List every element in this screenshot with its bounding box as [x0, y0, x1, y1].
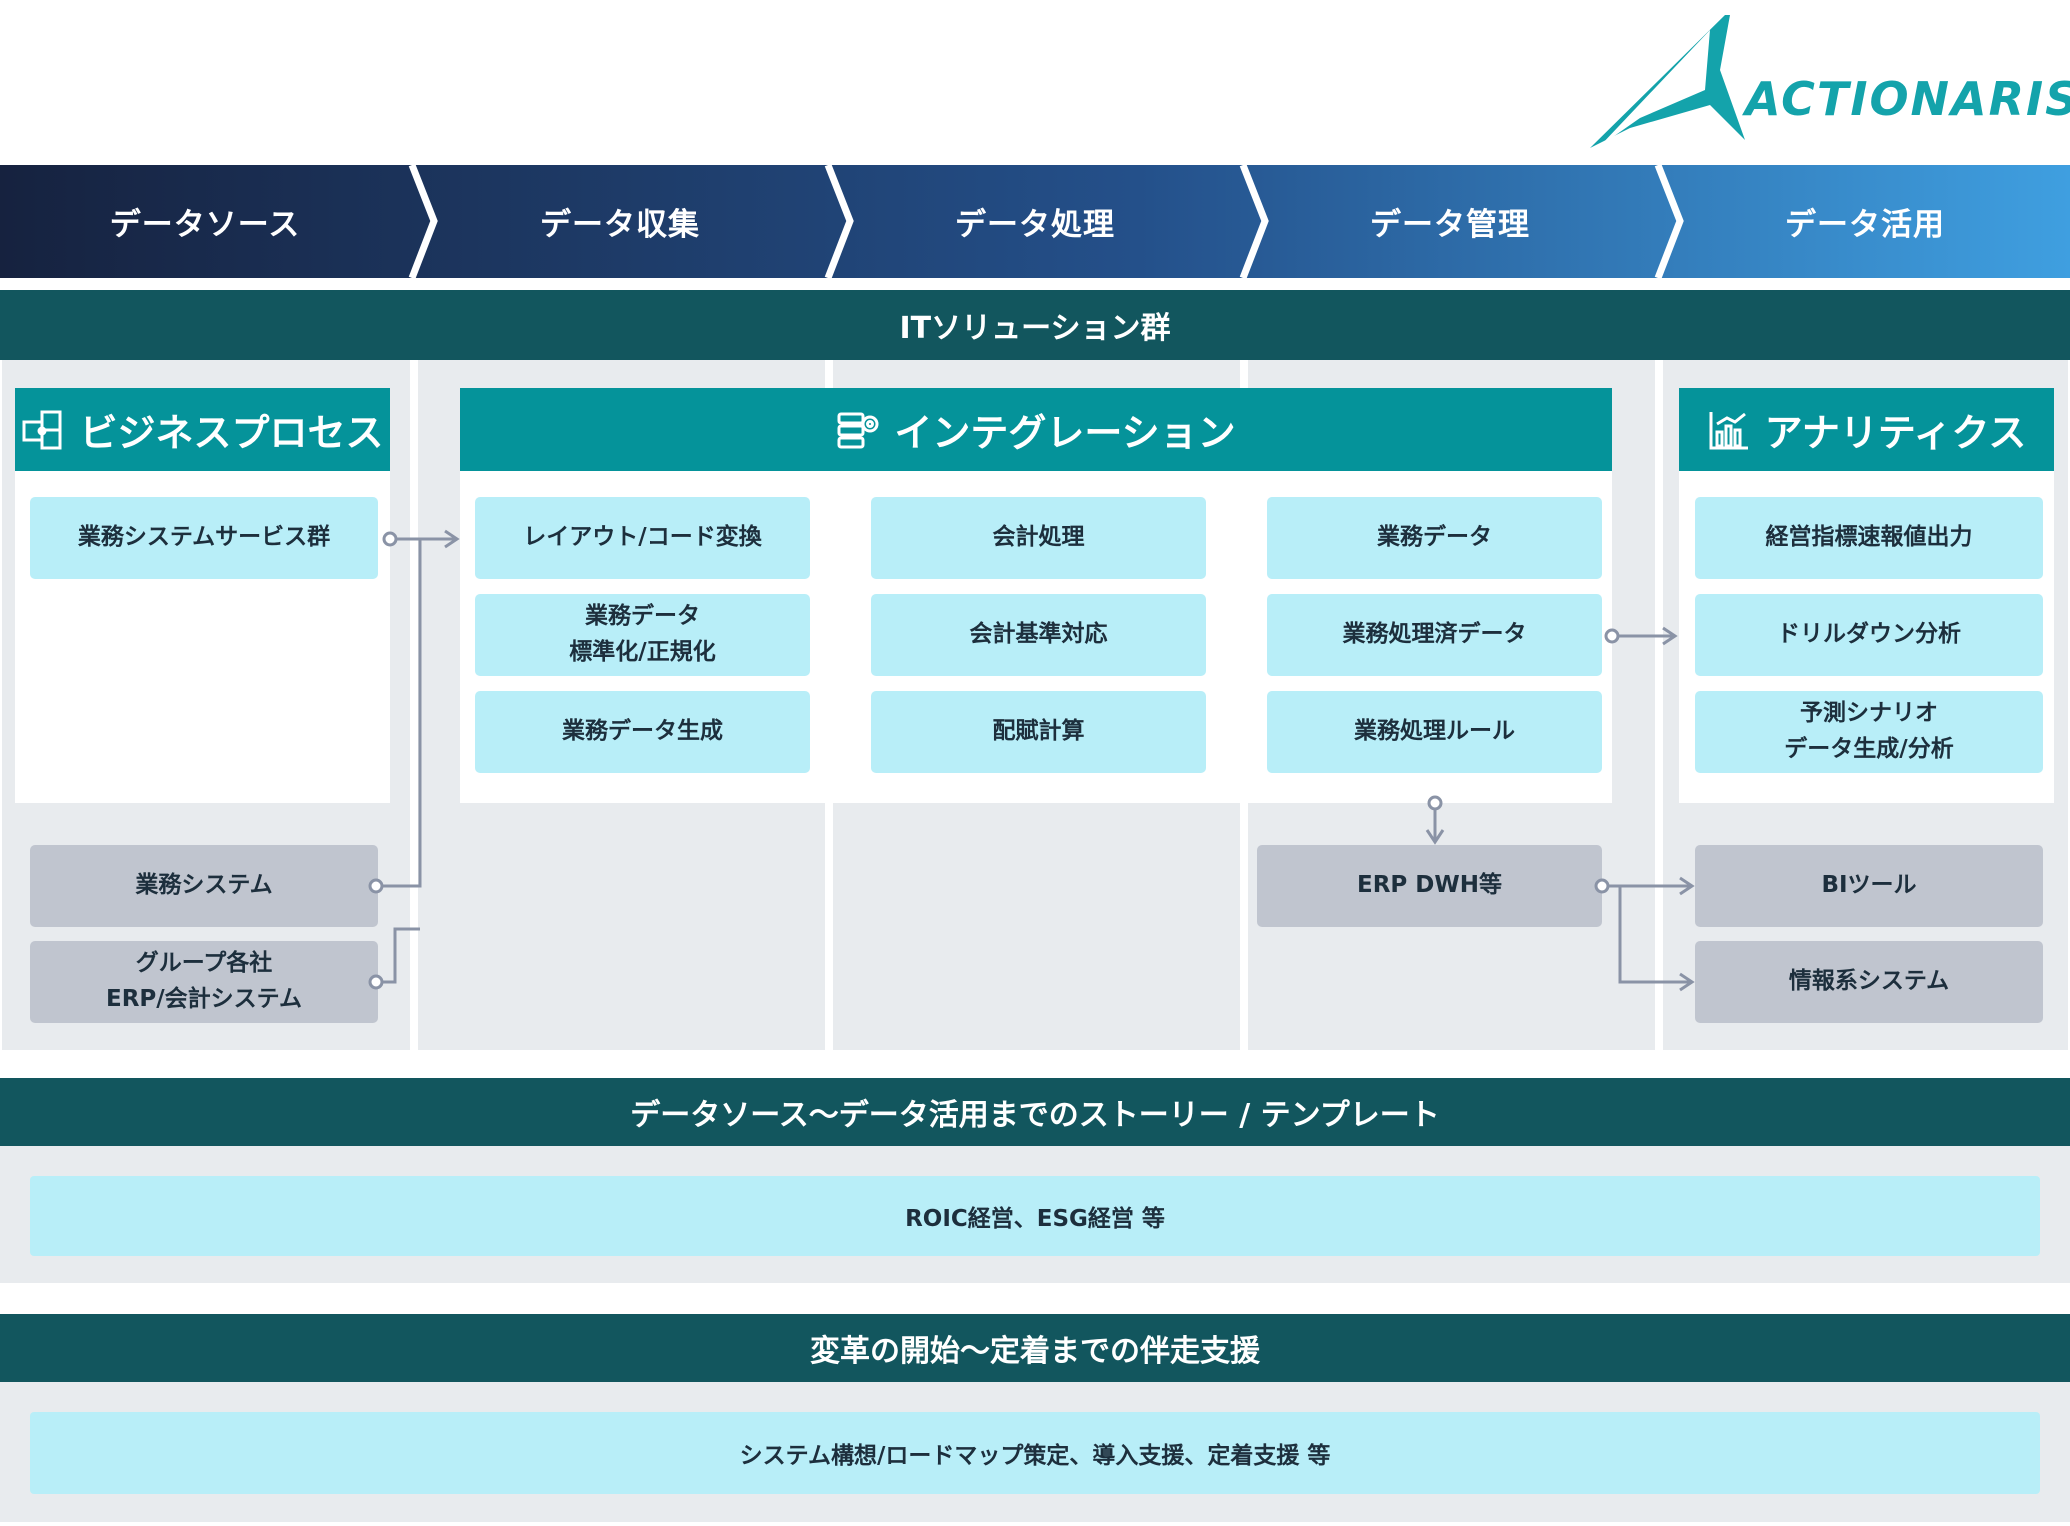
actionarise-logo: [1590, 10, 2060, 150]
stage-data-utilization: データ活用: [1785, 207, 1945, 243]
integ-data-generation: 業務データ生成: [475, 691, 810, 773]
support-band: 変革の開始〜定着までの伴走支援: [0, 1314, 2070, 1382]
story-content: ROIC経営、ESG経営 等: [30, 1176, 2040, 1256]
stage-data-collection: データ収集: [540, 207, 700, 243]
integ-data-standardization: 業務データ 標準化/正規化: [475, 594, 810, 676]
integ-accounting: 会計処理: [871, 497, 1206, 579]
server-gear-icon: [836, 408, 880, 452]
integ-accounting-standards: 会計基準対応: [871, 594, 1206, 676]
logo-text: ACTIONARISE: [1745, 72, 2070, 126]
stage-data-processing: データ処理: [955, 207, 1115, 243]
story-band: データソース〜データ活用までのストーリー / テンプレート: [0, 1078, 2070, 1146]
integ-business-data: 業務データ: [1267, 497, 1602, 579]
puzzle-icon: [21, 408, 65, 452]
analytics-header: アナリティクス: [1679, 388, 2054, 471]
tool-bi: BIツール: [1695, 845, 2043, 927]
analytics-drilldown: ドリルダウン分析: [1695, 594, 2043, 676]
stage-chevron-bar: [0, 165, 2070, 278]
stage-data-management: データ管理: [1370, 207, 1530, 243]
tool-information-system: 情報系システム: [1695, 941, 2043, 1023]
integ-allocation: 配賦計算: [871, 691, 1206, 773]
analytics-forecast-scenario: 予測シナリオ データ生成/分析: [1695, 691, 2043, 773]
stage-data-source: データソース: [109, 207, 301, 243]
business-system-services: 業務システムサービス群: [30, 497, 378, 579]
it-solutions-band: ITソリューション群: [0, 290, 2070, 360]
support-content: システム構想/ロードマップ策定、導入支援、定着支援 等: [30, 1412, 2040, 1494]
bar-chart-icon: [1707, 408, 1751, 452]
erp-dwh: ERP DWH等: [1257, 845, 1602, 927]
integration-header: インテグレーション: [460, 388, 1612, 471]
integ-processing-rules: 業務処理ルール: [1267, 691, 1602, 773]
analytics-kpi-flash: 経営指標速報値出力: [1695, 497, 2043, 579]
business-process-header: ビジネスプロセス: [15, 388, 390, 471]
source-business-system: 業務システム: [30, 845, 378, 927]
integ-layout-code-conversion: レイアウト/コード変換: [475, 497, 810, 579]
integ-processed-data: 業務処理済データ: [1267, 594, 1602, 676]
source-group-erp: グループ各社 ERP/会計システム: [30, 941, 378, 1023]
